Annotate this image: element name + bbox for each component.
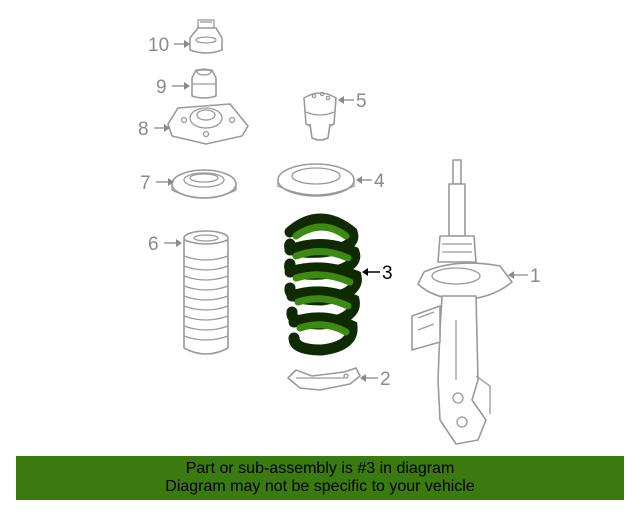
callout-1: 1 [508,266,541,287]
svg-text:8: 8 [138,119,149,140]
svg-text:5: 5 [356,91,367,112]
banner-line-disclaimer: Diagram may not be specific to your vehi… [165,478,475,495]
callout-3: 3 [362,263,393,284]
part-2-isolator [287,367,361,391]
part-5-bump-stop [303,91,337,141]
svg-text:9: 9 [156,77,167,98]
part-3-coil-spring [284,213,362,356]
svg-text:3: 3 [382,263,393,284]
svg-text:7: 7 [140,173,151,194]
svg-text:2: 2 [380,369,391,390]
part-10-cap [189,19,223,54]
callout-9: 9 [156,77,190,98]
callout-10: 10 [148,35,190,56]
part-6-dust-boot [183,230,229,355]
callout-5: 5 [338,91,367,112]
parts-diagram: 1 2 3 4 5 6 7 8 9 10 [138,19,541,445]
part-7-bearing [171,169,237,199]
part-9-nut [191,68,217,99]
callout-8: 8 [138,119,170,140]
svg-text:4: 4 [374,171,385,192]
callout-2: 2 [360,369,391,390]
callout-7: 7 [140,173,174,194]
info-banner: Part or sub-assembly is #3 in diagram Di… [16,456,624,500]
part-1-strut [411,159,513,445]
part-4-spring-seat [277,163,355,197]
svg-text:1: 1 [530,266,541,287]
svg-text:10: 10 [148,35,169,56]
svg-text:6: 6 [148,234,159,255]
callout-4: 4 [356,171,385,192]
part-8-upper-mount [167,103,249,145]
callout-6: 6 [148,234,182,255]
banner-line-part: Part or sub-assembly is #3 in diagram [185,460,455,477]
